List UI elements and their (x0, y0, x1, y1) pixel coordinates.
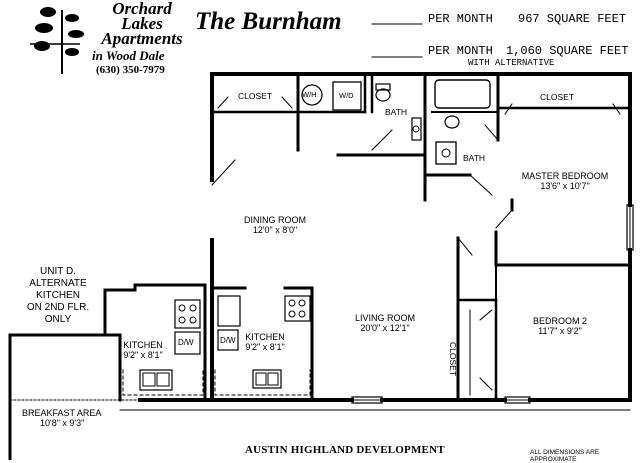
dining-room-dims: 12'0" x 8'0" (252, 225, 298, 235)
dishwasher-label: D/W (220, 336, 236, 345)
option1-area: 967 SQUARE FEET (518, 12, 627, 26)
unit-note-line: ALTERNATE (29, 278, 87, 289)
alt-dishwasher-label: D/W (178, 338, 194, 347)
unit-note: UNIT D. ALTERNATE KITCHEN ON 2ND FLR. ON… (18, 266, 98, 326)
kitchen-name: KITCHEN (245, 332, 285, 342)
master-bedroom-name: MASTER BEDROOM (521, 171, 609, 181)
living-room-dims: 20'0" x 12'1" (360, 323, 410, 333)
unit-note-line: ONLY (44, 314, 72, 325)
breakfast-area-name: BREAKFAST AREA (22, 408, 102, 418)
option-note: WITH ALTERNATIVE (468, 58, 555, 68)
bath2-label: BATH (463, 153, 486, 163)
alt-kitchen-dims: 9'2" x 8'1" (123, 350, 163, 360)
option2-price-label: PER MONTH (428, 44, 493, 58)
tree-icon (30, 7, 84, 74)
kitchen-dims: 9'2" x 8'1" (245, 342, 285, 352)
breakfast-area-dims: 10'8" x 9'3" (40, 418, 85, 428)
brand-name-line3: Apartments (101, 29, 183, 48)
closet-bedroom2-label: CLOSET (448, 342, 458, 377)
brand-name-line1: Orchard (112, 0, 172, 18)
unit-note-line: KITCHEN (36, 290, 80, 301)
unit-note-line: UNIT D. (40, 266, 76, 277)
alt-kitchen-name: KITCHEN (123, 340, 163, 350)
washer-dryer-label: W/D (339, 91, 354, 100)
brand-phone: (630) 350-7979 (96, 64, 165, 76)
master-bedroom-dims: 13'6" x 10'7" (540, 181, 590, 191)
living-room-name: LIVING ROOM (354, 313, 415, 323)
bedroom2-name: BEDROOM 2 (532, 316, 587, 326)
unit-note-line: ON 2ND FLR. (26, 302, 90, 313)
dining-room-name: DINING ROOM (244, 215, 306, 225)
developer-name: AUSTIN HIGHLAND DEVELOPMENT (245, 444, 445, 456)
plan-title: The Burnham (195, 8, 342, 35)
washer-heater-label: W/H (302, 90, 317, 99)
dimensions-disclaimer: ALL DIMENSIONS ARE APPROXIMATE (530, 449, 600, 463)
option2-area: 1,060 SQUARE FEET (506, 44, 629, 58)
closet-master-label: CLOSET (540, 92, 575, 102)
brand-name-line2: Lakes (121, 14, 163, 33)
bedroom2-dims: 11'7" x 9'2" (538, 326, 582, 336)
option1-price-label: PER MONTH (428, 12, 493, 26)
closet-top-label: CLOSET (238, 91, 273, 101)
brand-location: in Wood Dale (92, 48, 165, 63)
bath1-label: BATH (385, 107, 408, 117)
